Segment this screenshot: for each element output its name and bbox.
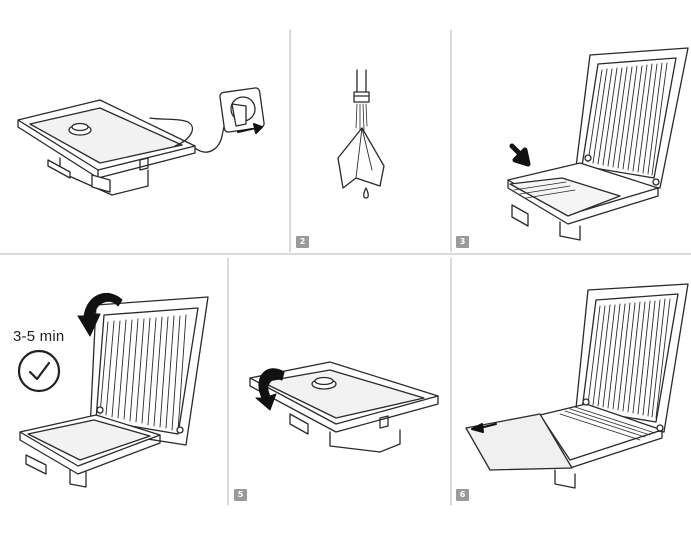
step-2-badge: 2 — [296, 236, 309, 248]
step-5-badge: 5 — [234, 489, 247, 501]
close-lid-arrow — [77, 292, 123, 337]
drip-tray-3 — [509, 177, 621, 217]
closed-grill-1 — [17, 99, 196, 196]
remove-arrow — [471, 423, 497, 433]
grill-plate-ridges-4 — [99, 314, 187, 432]
lower-plate-ridges-6 — [559, 406, 656, 441]
panel-6-remove-tray — [465, 283, 689, 489]
insert-arrow — [509, 143, 531, 167]
open-lid-arrow — [255, 368, 285, 411]
drip-tray-6 — [465, 413, 573, 471]
panel-2-wet-cloth — [337, 69, 385, 199]
unplug-arrow — [237, 123, 263, 134]
grill-plate-ridges-3 — [587, 62, 668, 176]
step-6-badge: 6 — [456, 489, 469, 501]
water-stream — [355, 103, 368, 133]
panel-4-heat-wait — [17, 292, 209, 488]
wall-socket — [219, 87, 265, 133]
panel-3-insert-tray — [507, 47, 689, 241]
tap — [353, 69, 370, 103]
panel-dividers — [0, 29, 691, 506]
step-3-badge: 3 — [456, 236, 469, 248]
panel-5-open-lid — [249, 361, 439, 453]
grill-plate-ridges-6 — [587, 298, 671, 419]
timer-icon — [17, 349, 61, 393]
water-drop — [363, 187, 369, 199]
time-label: 3-5 min — [13, 328, 65, 345]
panel-1-unplug — [17, 87, 265, 196]
